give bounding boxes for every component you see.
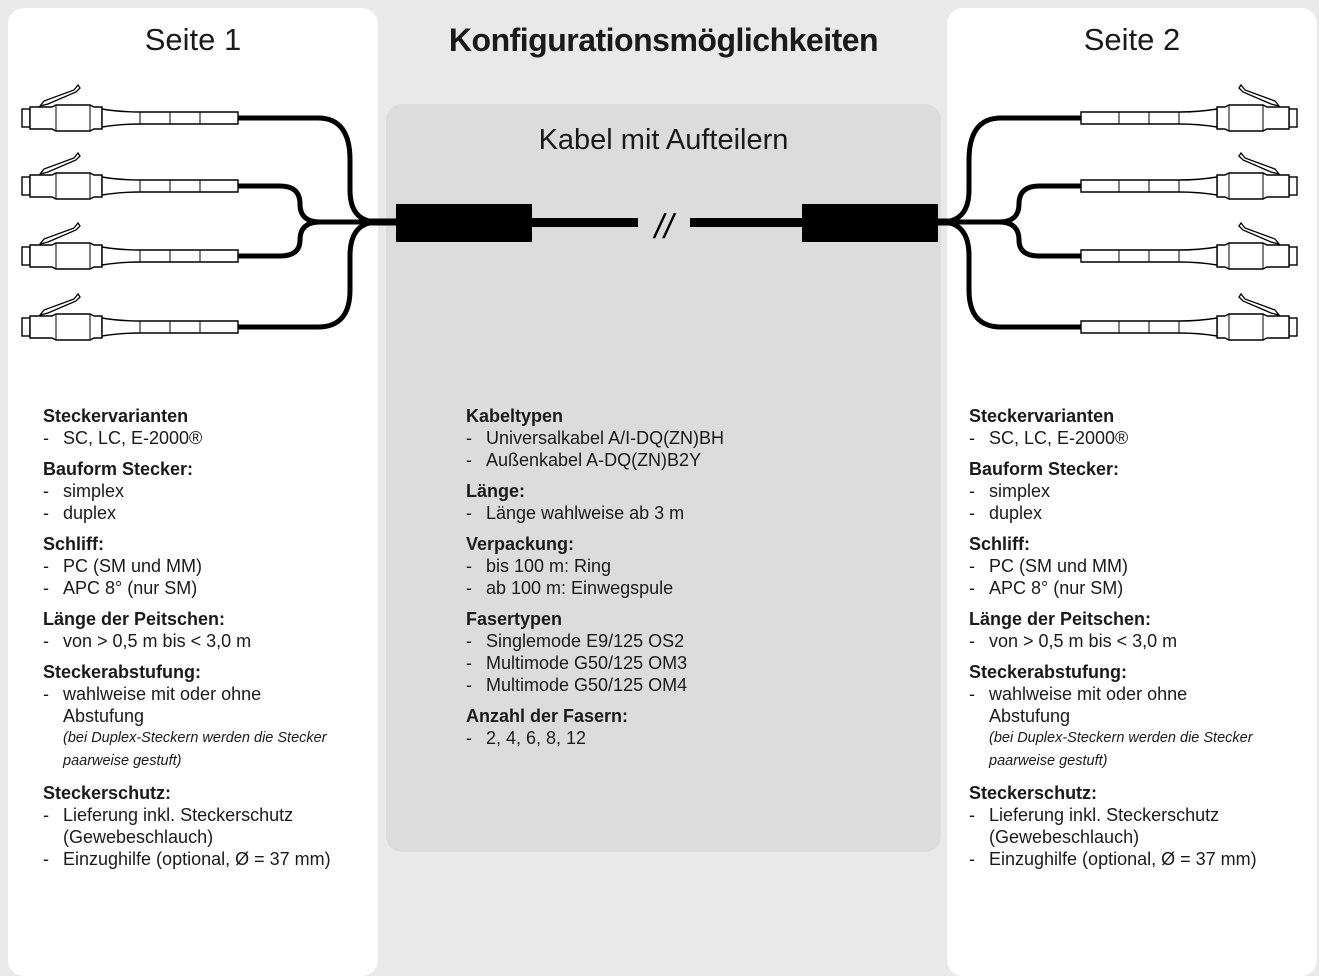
side-1-title: Seite 1 xyxy=(144,22,242,57)
cable-panel-title: Kabel mit Aufteilern xyxy=(538,124,789,156)
page-title: Konfigurationsmöglichkeiten xyxy=(448,22,879,58)
spec-heading: Länge der Peitschen: xyxy=(43,609,226,629)
spec-item: PC (SM und MM) xyxy=(43,555,373,577)
spec-item: SC, LC, E-2000® xyxy=(43,427,373,449)
spec-heading: Schliff: xyxy=(969,534,1030,554)
spec-heading: Steckervarianten xyxy=(43,406,189,426)
spec-note: (bei Duplex-Steckern werden die Stecker … xyxy=(63,730,327,769)
side-2-fanout xyxy=(934,84,1298,341)
spec-heading: Kabeltypen xyxy=(466,406,564,426)
spec-item: Außenkabel A-DQ(ZN)B2Y xyxy=(466,449,886,471)
spec-item: Länge wahlweise ab 3 m xyxy=(466,502,886,524)
spec-heading: Steckervarianten xyxy=(969,406,1115,426)
splitter-right xyxy=(802,204,938,242)
break-mark: // xyxy=(653,208,677,246)
spec-item: wahlweise mit oder ohne Abstufung xyxy=(43,683,273,727)
spec-heading: Steckerabstufung: xyxy=(43,662,202,682)
spec-heading: Schliff: xyxy=(43,534,104,554)
spec-item: wahlweise mit oder ohne Abstufung xyxy=(969,683,1199,727)
spec-heading: Bauform Stecker: xyxy=(969,459,1120,479)
spec-item: duplex xyxy=(43,502,373,524)
connector-icon xyxy=(21,293,239,341)
spec-item: 2, 4, 6, 8, 12 xyxy=(466,727,886,749)
connector-icon xyxy=(21,152,239,200)
spec-item: SC, LC, E-2000® xyxy=(969,427,1299,449)
spec-heading: Steckerabstufung: xyxy=(969,662,1128,682)
spec-item: Universalkabel A/I-DQ(ZN)BH xyxy=(466,427,886,449)
connector-icon xyxy=(21,84,239,132)
spec-item: von > 0,5 m bis < 3,0 m xyxy=(969,630,1299,652)
connector-icon xyxy=(21,222,239,270)
spec-item: Multimode G50/125 OM3 xyxy=(466,652,886,674)
spec-item: Singlemode E9/125 OS2 xyxy=(466,630,886,652)
spec-item: simplex xyxy=(969,480,1299,502)
side-1-specs: Steckervarianten SC, LC, E-2000® Bauform… xyxy=(43,405,373,870)
spec-heading: Verpackung: xyxy=(466,534,575,554)
side-1-fanout xyxy=(21,84,396,341)
spec-item: Lieferung inkl. Steckerschutz (Gewebesch… xyxy=(969,804,1289,848)
spec-item: Einzughilfe (optional, Ø = 37 mm) xyxy=(969,848,1299,870)
spec-heading: Bauform Stecker: xyxy=(43,459,194,479)
spec-heading: Länge der Peitschen: xyxy=(969,609,1152,629)
spec-item: von > 0,5 m bis < 3,0 m xyxy=(43,630,373,652)
spec-heading: Steckerschutz: xyxy=(43,783,172,803)
connector-icon xyxy=(1080,84,1298,132)
side-2-specs: Steckervarianten SC, LC, E-2000® Bauform… xyxy=(969,405,1299,870)
spec-heading: Länge: xyxy=(466,481,526,501)
spec-heading: Anzahl der Fasern: xyxy=(466,706,629,726)
connector-icon xyxy=(1080,222,1298,270)
connector-icon xyxy=(1080,152,1298,200)
side-2-title: Seite 2 xyxy=(1083,22,1181,57)
spec-heading: Fasertypen xyxy=(466,609,563,629)
spec-note: (bei Duplex-Steckern werden die Stecker … xyxy=(989,730,1253,769)
spec-item: Einzughilfe (optional, Ø = 37 mm) xyxy=(43,848,373,870)
spec-item: simplex xyxy=(43,480,373,502)
spec-item: ab 100 m: Einwegspule xyxy=(466,577,886,599)
cable-specs: Kabeltypen Universalkabel A/I-DQ(ZN)BH A… xyxy=(466,405,886,749)
spec-item: Multimode G50/125 OM4 xyxy=(466,674,886,696)
spec-item: APC 8° (nur SM) xyxy=(969,577,1299,599)
spec-item: bis 100 m: Ring xyxy=(466,555,886,577)
spec-item: APC 8° (nur SM) xyxy=(43,577,373,599)
spec-item: PC (SM und MM) xyxy=(969,555,1299,577)
spec-item: duplex xyxy=(969,502,1299,524)
splitter-left xyxy=(396,204,532,242)
spec-item: Lieferung inkl. Steckerschutz (Gewebesch… xyxy=(43,804,363,848)
trunk-cable: // xyxy=(396,204,938,246)
connector-icon xyxy=(1080,293,1298,341)
spec-heading: Steckerschutz: xyxy=(969,783,1098,803)
